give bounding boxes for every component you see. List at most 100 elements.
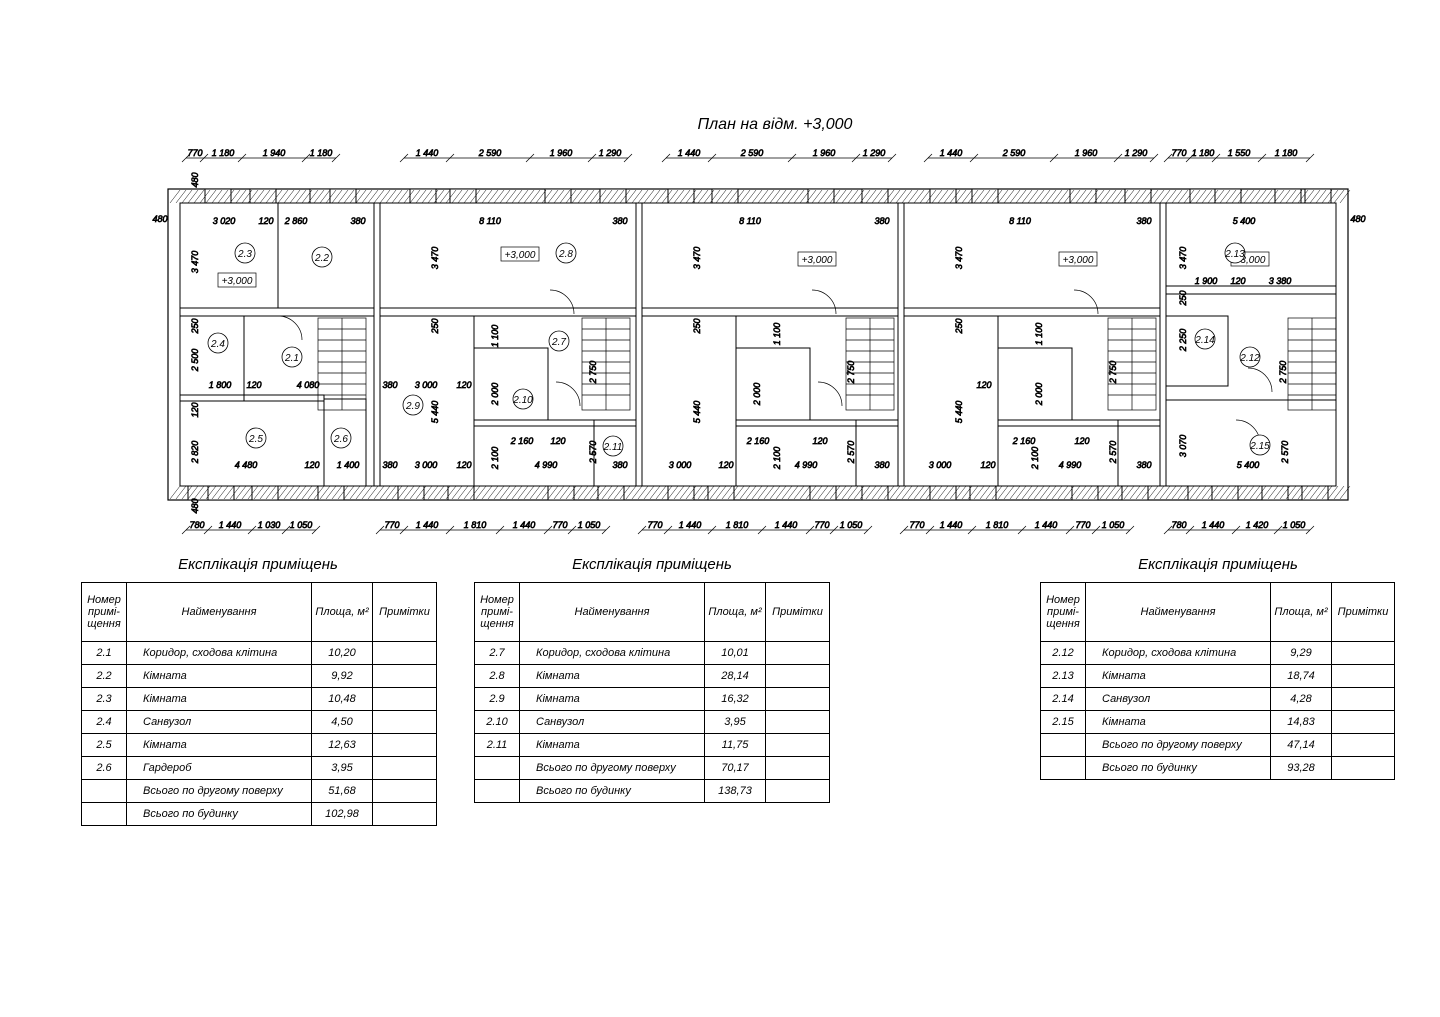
dimension-label: 2 570 xyxy=(846,441,856,465)
dimension-tick xyxy=(181,525,191,535)
dimension-tick xyxy=(887,153,897,163)
room-label: 2.6 xyxy=(333,434,348,445)
hatch-line xyxy=(1039,189,1051,204)
dimension-label: 120 xyxy=(1230,276,1245,286)
dimension-label: 1 290 xyxy=(1125,148,1148,158)
hatch-line xyxy=(355,485,367,500)
hatch-line xyxy=(1315,189,1327,204)
hatch-line xyxy=(631,189,643,204)
dimension-tick xyxy=(587,153,597,163)
hatch-line xyxy=(943,485,955,500)
hatch-line xyxy=(229,485,241,500)
hatch-line xyxy=(991,189,1003,204)
outer-wall xyxy=(167,188,1349,501)
hatch-line xyxy=(1201,189,1213,204)
hatch-line xyxy=(217,189,229,204)
hatch-line xyxy=(859,189,871,204)
dimension-tick xyxy=(199,153,209,163)
hatch-line xyxy=(493,189,505,204)
hatch-line xyxy=(1093,485,1105,500)
dimension-label: 3 000 xyxy=(415,460,438,470)
dimension-label: 1 420 xyxy=(1246,520,1269,530)
room-number: 2.13 xyxy=(1040,664,1086,688)
dimension-label: 1 050 xyxy=(1283,520,1306,530)
dimension-label: 2 750 xyxy=(846,361,856,385)
dimension-tick xyxy=(923,153,933,163)
room-label-circle xyxy=(281,346,303,368)
hatch-line xyxy=(535,485,547,500)
hatch-line xyxy=(721,189,733,204)
hatch-line xyxy=(763,485,775,500)
interior-wall xyxy=(641,307,899,317)
hatch-line xyxy=(703,189,715,204)
room-name: Всього по будинку xyxy=(126,802,312,826)
hatch-line xyxy=(607,189,619,204)
hatch-line xyxy=(481,189,493,204)
room-name: Кімната xyxy=(126,687,312,711)
level-mark-box xyxy=(217,272,257,288)
hatch-line xyxy=(535,189,547,204)
interior-wall xyxy=(179,394,325,402)
hatch-line xyxy=(229,189,241,204)
room-number xyxy=(81,802,127,826)
hatch-line xyxy=(973,485,985,500)
hatch-line xyxy=(271,485,283,500)
dimension-label: 2 570 xyxy=(588,441,598,465)
hatch-line xyxy=(469,189,481,204)
hatch-line xyxy=(355,189,367,204)
dimension-tick xyxy=(1231,525,1241,535)
window xyxy=(1071,485,1099,501)
room-label-circle xyxy=(1249,434,1271,456)
dimension-label: 1 050 xyxy=(578,520,601,530)
hatch-line xyxy=(529,189,541,204)
hatch-line xyxy=(787,485,799,500)
hatch-line xyxy=(925,189,937,204)
dimension-tick xyxy=(661,153,671,163)
hatch-line xyxy=(883,485,895,500)
hatch-line xyxy=(973,189,985,204)
dimension-tick xyxy=(967,525,977,535)
level-mark: +3,000 xyxy=(222,276,253,287)
hatch-line xyxy=(715,189,727,204)
hatch-line xyxy=(1081,189,1093,204)
hatch-line xyxy=(1249,485,1261,500)
dimension-label: 770 xyxy=(187,148,202,158)
room-area: 4,50 xyxy=(311,710,373,734)
hatch-line xyxy=(403,189,415,204)
room-label: 2.1 xyxy=(284,353,299,364)
room-name: Санвузол xyxy=(126,710,312,734)
interior-wall xyxy=(179,307,375,317)
room-area: 10,01 xyxy=(704,641,766,665)
hatch-line xyxy=(547,189,559,204)
hatch-line xyxy=(847,485,859,500)
hatch-line xyxy=(1069,189,1081,204)
room-notes xyxy=(765,641,830,665)
room-name: Кімната xyxy=(126,733,312,757)
dimension-tick xyxy=(1049,153,1059,163)
dimension-label: 2 570 xyxy=(1280,441,1290,465)
hatch-line xyxy=(487,189,499,204)
dimension-label: 250 xyxy=(430,318,440,334)
hatch-line xyxy=(1021,485,1033,500)
room-name: Кімната xyxy=(1085,664,1271,688)
hatch-line xyxy=(775,485,787,500)
dimension-label: 1 100 xyxy=(772,323,782,346)
hatch-line xyxy=(175,485,187,500)
hatch-line xyxy=(907,485,919,500)
hatch-line xyxy=(289,485,301,500)
header-number: Номер примі- щення xyxy=(1040,582,1086,642)
hatch-line xyxy=(1099,189,1111,204)
hatch-line xyxy=(607,485,619,500)
hatch-line xyxy=(697,189,709,204)
hatch-line xyxy=(667,189,679,204)
hatch-line xyxy=(1177,485,1189,500)
dimension-tick xyxy=(787,153,797,163)
hatch-line xyxy=(1255,189,1267,204)
dimension-label: 3 470 xyxy=(692,247,702,270)
hatch-line xyxy=(847,189,859,204)
